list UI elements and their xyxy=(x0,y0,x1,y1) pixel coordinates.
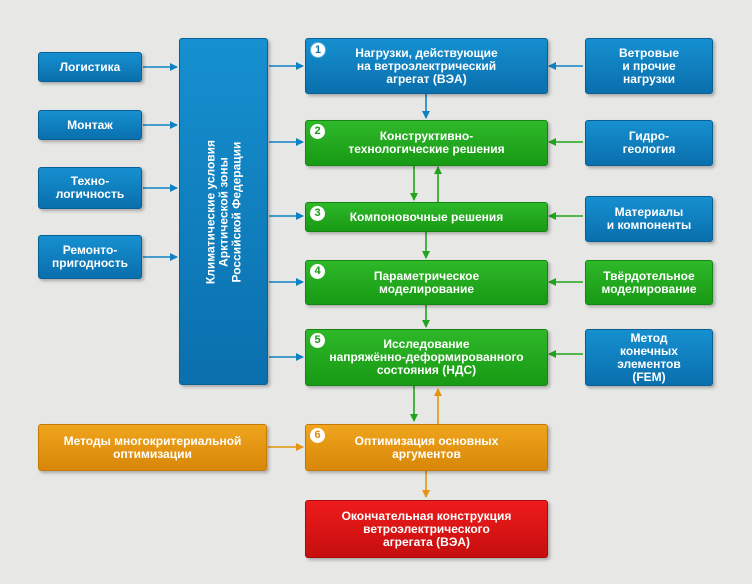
step-4-parametric: 4 Параметрическое моделирование xyxy=(305,260,548,305)
climate-conditions-label: Климатические условия Арктической зоны Р… xyxy=(203,139,243,284)
factor-technology: Техно- логичность xyxy=(38,167,142,209)
step-2-design: 2 Конструктивно- технологические решения xyxy=(305,120,548,166)
input-solid-modeling-label: Твёрдотельное моделирование xyxy=(601,268,697,296)
factor-montage-label: Монтаж xyxy=(67,117,113,132)
climate-conditions: Климатические условия Арктической зоны Р… xyxy=(179,38,268,385)
factor-technology-label: Техно- логичность xyxy=(55,174,125,201)
step-6-optimization: 6 Оптимизация основных аргументов xyxy=(305,424,548,471)
step-2-label: Конструктивно- технологические решения xyxy=(348,129,505,156)
step-3-layout: 3 Компоновочные решения xyxy=(305,202,548,232)
step-6-label: Оптимизация основных аргументов xyxy=(354,433,499,461)
step-5-stress: 5 Исследование напряжённо-деформированно… xyxy=(305,329,548,386)
factor-montage: Монтаж xyxy=(38,110,142,140)
step-3-number: 3 xyxy=(310,206,325,221)
input-hydrogeology: Гидро- геология xyxy=(585,120,713,166)
step-6-number: 6 xyxy=(310,428,325,443)
step-3-label: Компоновочные решения xyxy=(349,209,504,224)
optimization-methods-label: Методы многокритериальной оптимизации xyxy=(63,433,242,461)
input-fem-label: Метод конечных элементов (FEM) xyxy=(617,330,681,384)
final-design-label: Окончательная конструкция ветроэлектриче… xyxy=(341,508,512,549)
input-wind-loads-label: Ветровые и прочие нагрузки xyxy=(618,45,680,86)
input-solid-modeling: Твёрдотельное моделирование xyxy=(585,260,713,305)
factor-repairability-label: Ремонто- пригодность xyxy=(52,243,128,270)
step-2-number: 2 xyxy=(310,124,325,139)
step-1-label: Нагрузки, действующие на ветроэлектричес… xyxy=(355,45,498,86)
input-materials: Материалы и компоненты xyxy=(585,196,713,242)
step-5-label: Исследование напряжённо-деформированного… xyxy=(329,337,524,377)
step-4-label: Параметрическое моделирование xyxy=(373,268,480,296)
step-1-number: 1 xyxy=(310,42,326,58)
input-hydrogeology-label: Гидро- геология xyxy=(622,129,676,156)
input-materials-label: Материалы и компоненты xyxy=(606,205,692,232)
optimization-methods: Методы многокритериальной оптимизации xyxy=(38,424,267,471)
step-5-number: 5 xyxy=(310,333,325,348)
factor-logistics: Логистика xyxy=(38,52,142,82)
final-design: Окончательная конструкция ветроэлектриче… xyxy=(305,500,548,558)
input-wind-loads: Ветровые и прочие нагрузки xyxy=(585,38,713,94)
factor-repairability: Ремонто- пригодность xyxy=(38,235,142,279)
input-fem: Метод конечных элементов (FEM) xyxy=(585,329,713,386)
factor-logistics-label: Логистика xyxy=(59,59,121,74)
step-4-number: 4 xyxy=(310,264,325,279)
step-1-loads: 1 Нагрузки, действующие на ветроэлектрич… xyxy=(305,38,548,94)
